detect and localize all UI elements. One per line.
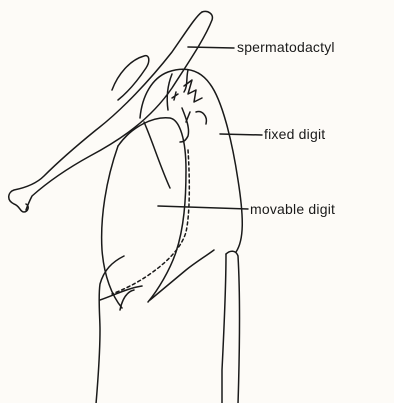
basal-lobe-shape [112, 56, 149, 100]
dashed-contour [112, 150, 189, 294]
chelicera-base-shape [96, 251, 240, 403]
fixed-digit-shape [140, 69, 242, 252]
label-spermatodactyl: spermatodactyl [237, 39, 335, 55]
leader-lines [158, 47, 262, 209]
spermatodactyl-shape [9, 11, 213, 212]
leader-movable-digit [158, 206, 248, 209]
label-fixed-digit: fixed digit [264, 126, 325, 142]
leader-spermatodactyl [188, 47, 234, 48]
movable-digit-shape [102, 118, 214, 308]
leader-fixed-digit [220, 134, 262, 135]
label-movable-digit: movable digit [250, 201, 335, 217]
